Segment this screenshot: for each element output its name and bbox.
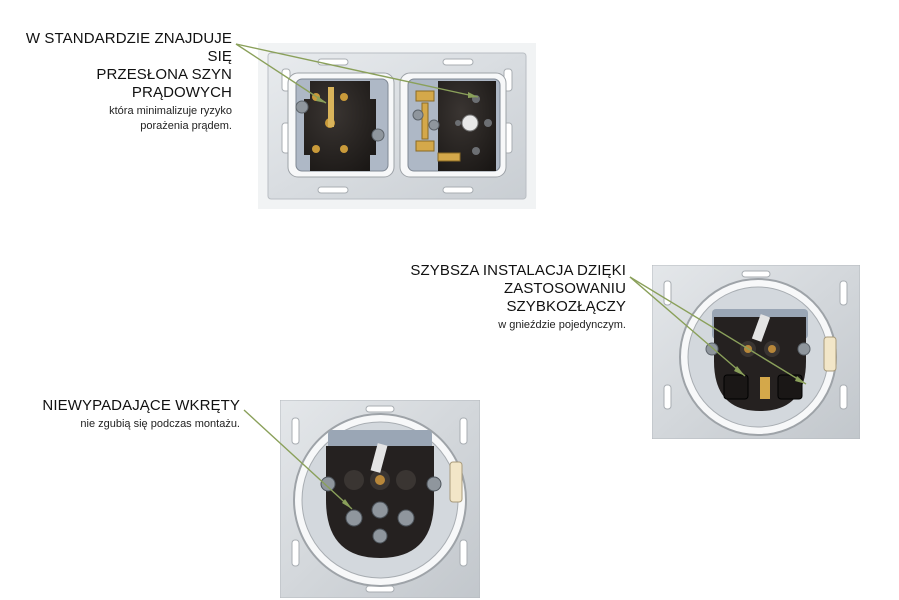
caption-screws: NIEWYPADAJĄCE WKRĘTY nie zgubią się podc…: [40, 397, 240, 432]
caption-shutter-sub-1: która minimalizuje ryzyko: [109, 105, 232, 117]
double-socket-photo: [258, 43, 536, 209]
caption-quick-title-1: SZYBSZA INSTALACJA DZIĘKI: [410, 262, 626, 279]
single-socket-quick-photo: [652, 265, 860, 439]
caption-shutter-title-1: W STANDARDZIE ZNAJDUJE SIĘ: [25, 30, 232, 65]
caption-quick-sub-1: w gnieździe pojedynczym.: [498, 319, 626, 331]
caption-quick-title-2: ZASTOSOWANIU SZYBKOZŁĄCZY: [503, 280, 626, 315]
caption-shutter-title-2: PRZESŁONA SZYN PRĄDOWYCH: [96, 66, 232, 101]
single-socket-screws-photo: [280, 400, 480, 598]
caption-shutter-sub-2: porażenia prądem.: [140, 120, 232, 132]
caption-quick-connectors: SZYBSZA INSTALACJA DZIĘKI ZASTOSOWANIU S…: [400, 262, 626, 333]
caption-screws-sub: nie zgubią się podczas montażu.: [80, 418, 240, 430]
caption-shutter: W STANDARDZIE ZNAJDUJE SIĘ PRZESŁONA SZY…: [20, 30, 232, 134]
caption-screws-title: NIEWYPADAJĄCE WKRĘTY: [42, 397, 240, 414]
